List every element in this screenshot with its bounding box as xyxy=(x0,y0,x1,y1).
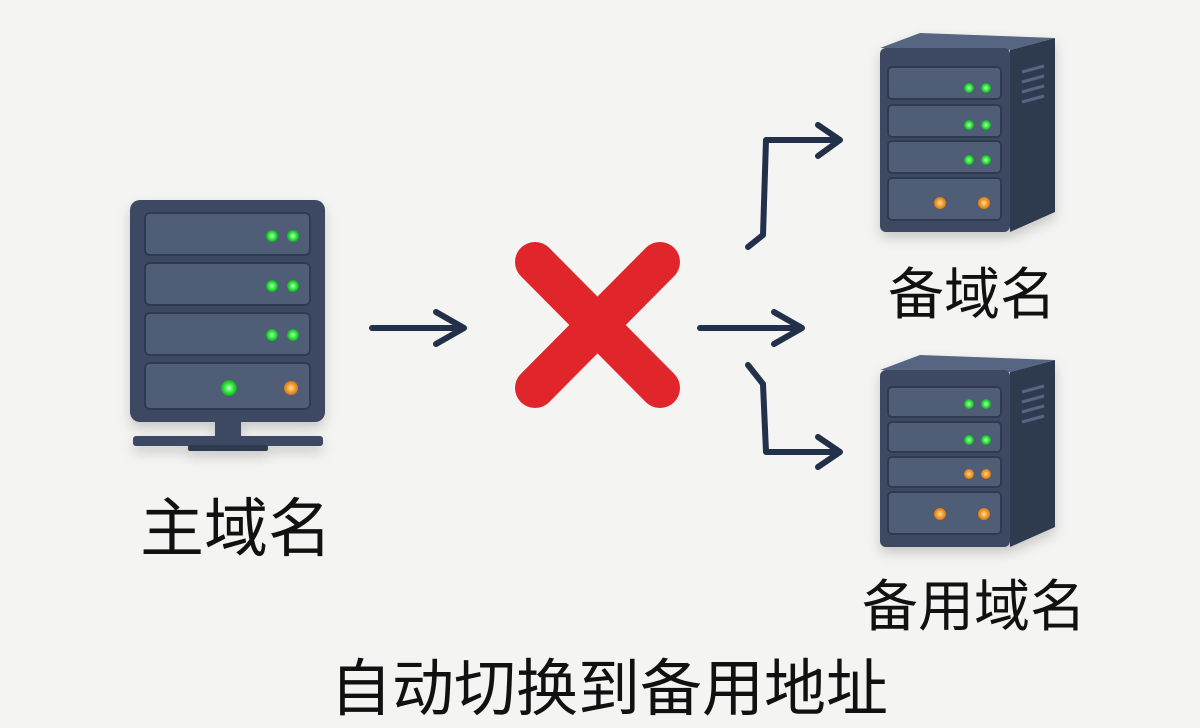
primary-server-base xyxy=(133,436,323,446)
arrow-right-icon xyxy=(369,309,467,347)
arrow-right-icon xyxy=(745,362,843,470)
red-cross-icon xyxy=(515,242,680,408)
backup-server-1-icon xyxy=(880,33,1055,232)
primary-server-slot xyxy=(144,262,311,306)
backup-server-2-icon xyxy=(880,355,1055,547)
primary-server-stand xyxy=(215,422,241,438)
primary-server-slot xyxy=(144,312,311,356)
arrow-right-icon xyxy=(697,309,805,347)
failover-diagram xyxy=(130,33,1055,547)
primary-server-slot xyxy=(144,362,311,410)
standby-domain-label: 备用域名 xyxy=(862,575,1086,640)
backup-domain-label: 备域名 xyxy=(888,263,1056,328)
primary-domain-label: 主域名 xyxy=(140,493,332,567)
primary-server-slot xyxy=(144,212,311,256)
failover-caption: 自动切换到备用地址 xyxy=(330,652,889,725)
arrow-right-icon xyxy=(745,122,843,250)
primary-server-icon xyxy=(130,200,325,451)
